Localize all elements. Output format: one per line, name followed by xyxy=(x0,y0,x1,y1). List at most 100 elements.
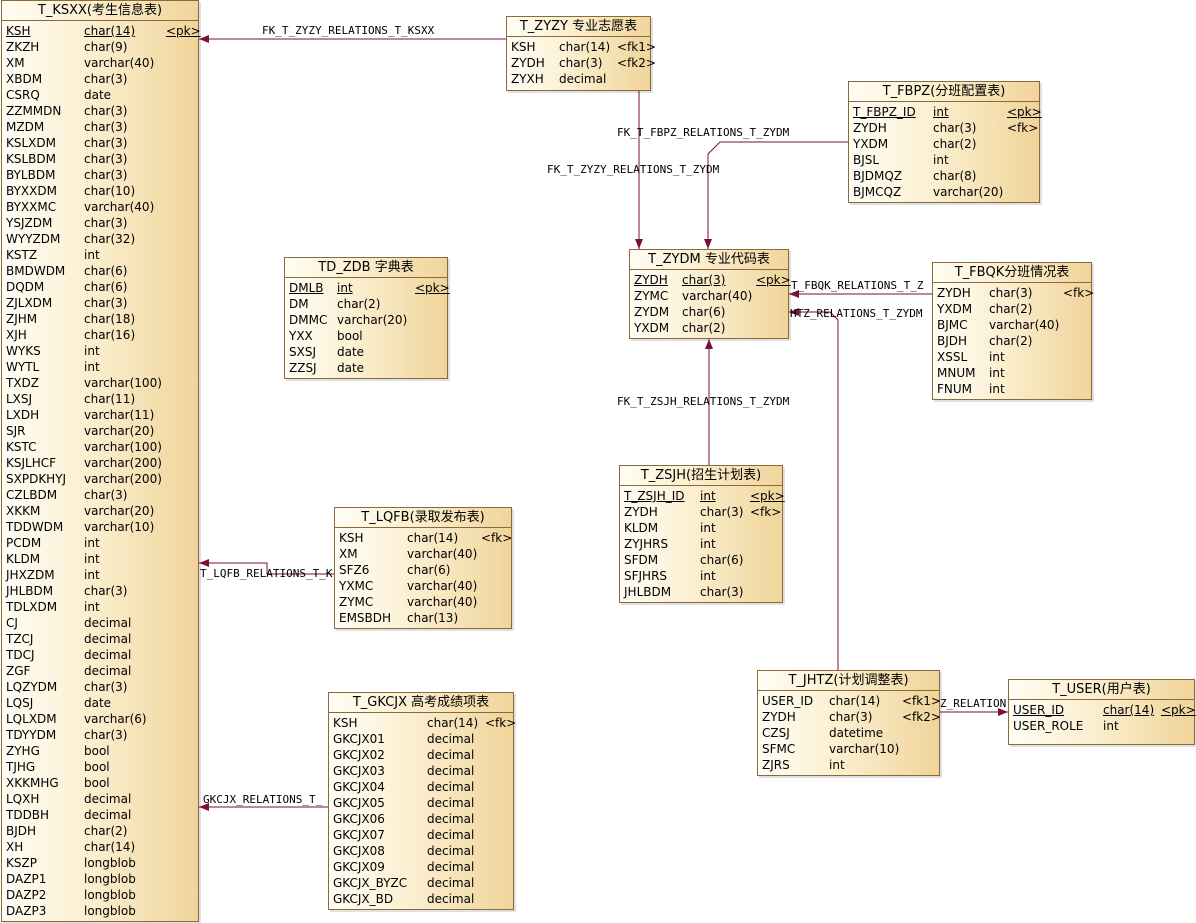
relation-line[interactable] xyxy=(707,141,848,249)
relation-line[interactable] xyxy=(789,311,839,670)
